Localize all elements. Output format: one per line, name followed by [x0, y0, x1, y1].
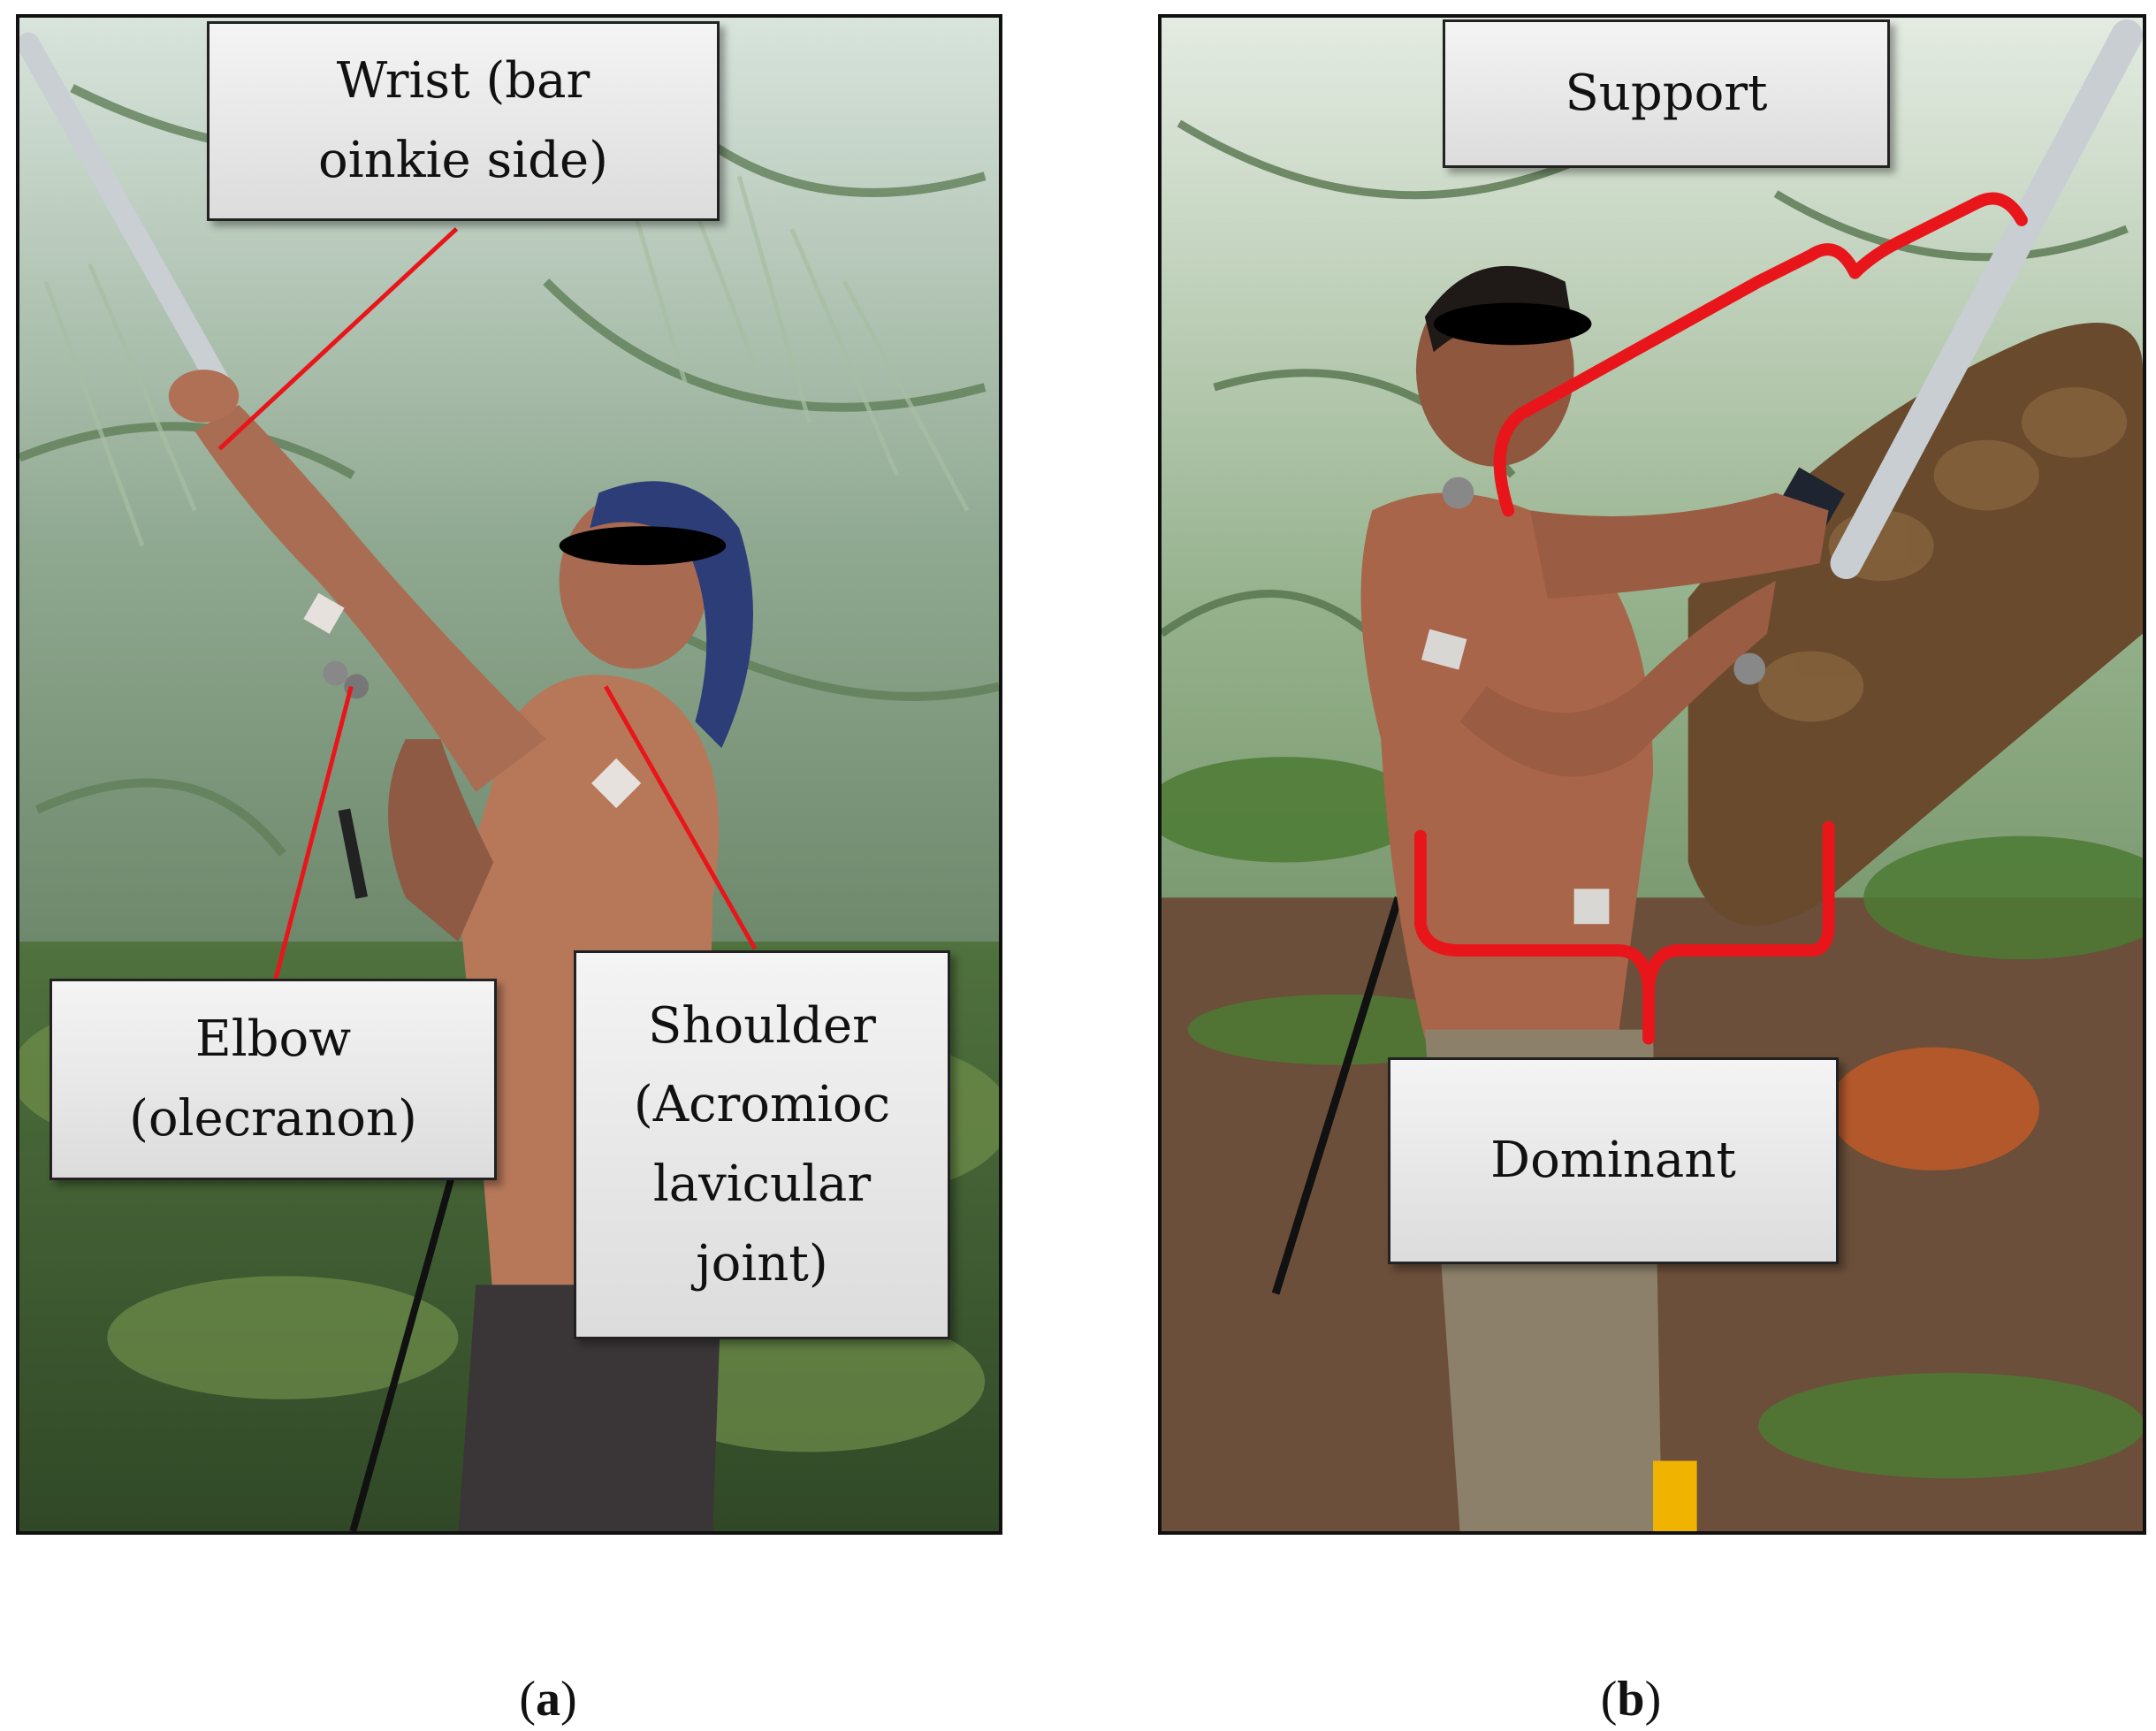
caption-a-open: ( — [519, 1672, 536, 1727]
caption-b: (b) — [1543, 1671, 1719, 1727]
caption-a-letter: a — [536, 1672, 560, 1727]
caption-b-letter: b — [1617, 1672, 1645, 1727]
caption-b-open: ( — [1600, 1672, 1618, 1727]
caption-a: (a) — [460, 1671, 636, 1727]
photo-b-scene — [1162, 18, 2143, 1531]
elbow-label: Elbow (olecranon) — [50, 979, 497, 1180]
dominant-label: Dominant — [1388, 1057, 1839, 1264]
support-label: Support — [1443, 19, 1890, 168]
shoulder-label: Shoulder (Acromioc lavicular joint) — [574, 950, 950, 1339]
photo-panel-b: Support Dominant — [1158, 14, 2146, 1535]
wrist-label: Wrist (bar oinkie side) — [207, 21, 720, 221]
photo-panel-a: Wrist (bar oinkie side) Elbow (olecranon… — [16, 14, 1002, 1535]
caption-b-close: ) — [1644, 1672, 1662, 1727]
caption-a-close: ) — [560, 1672, 577, 1727]
